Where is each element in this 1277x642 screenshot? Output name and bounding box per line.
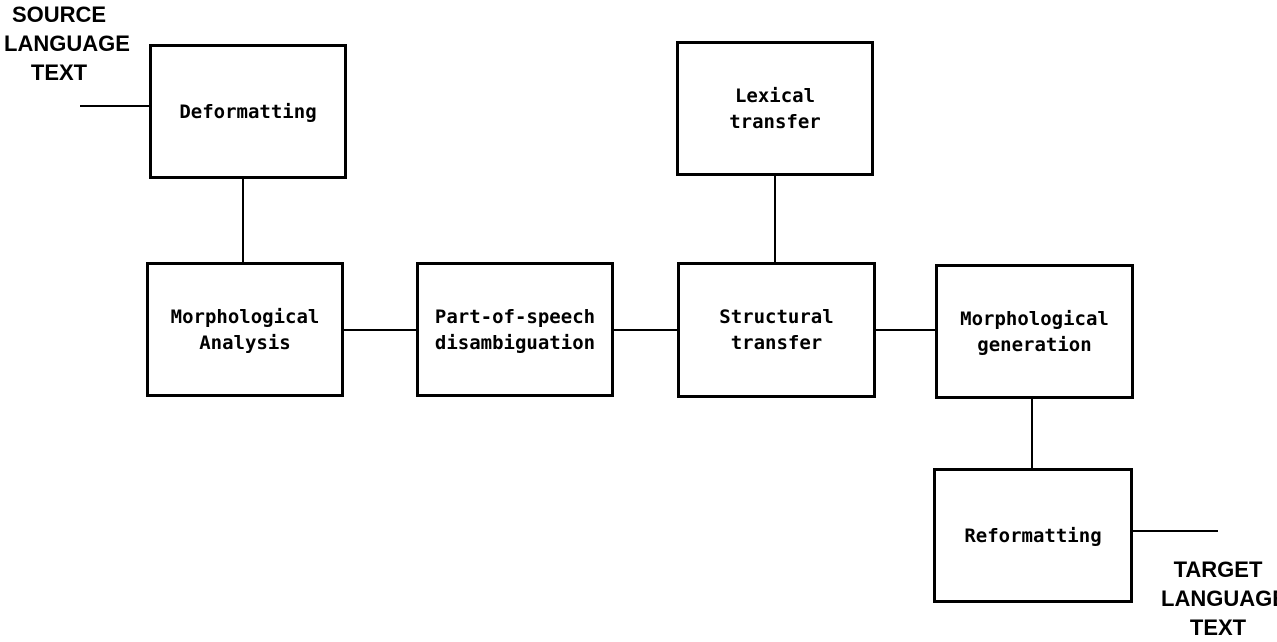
lexical-transfer-label: Lexical transfer	[729, 84, 821, 133]
morphological-analysis-label: Morphological Analysis	[170, 305, 320, 354]
morphological-generation-label: Morphological generation	[960, 307, 1109, 356]
morphological-analysis-box: Morphological Analysis	[146, 262, 344, 397]
reformatting-label: Reformatting	[964, 524, 1102, 547]
structural-transfer-box: Structural transfer	[677, 262, 876, 398]
deformatting-box: Deformatting	[149, 44, 347, 179]
target-language-text-label: TARGET LANGUAGE TEXT	[1161, 557, 1277, 640]
deformatting-label: Deformatting	[179, 100, 317, 123]
part-of-speech-disambiguation-label: Part-of-speech disambiguation	[434, 305, 596, 354]
part-of-speech-disambiguation-box: Part-of-speech disambiguation	[416, 262, 614, 397]
source-language-text-label: SOURCE LANGUAGE TEXT	[4, 2, 130, 85]
reformatting-box: Reformatting	[933, 468, 1133, 603]
morphological-generation-box: Morphological generation	[935, 264, 1134, 399]
structural-transfer-label: Structural transfer	[719, 306, 834, 354]
lexical-transfer-box: Lexical transfer	[676, 41, 874, 176]
